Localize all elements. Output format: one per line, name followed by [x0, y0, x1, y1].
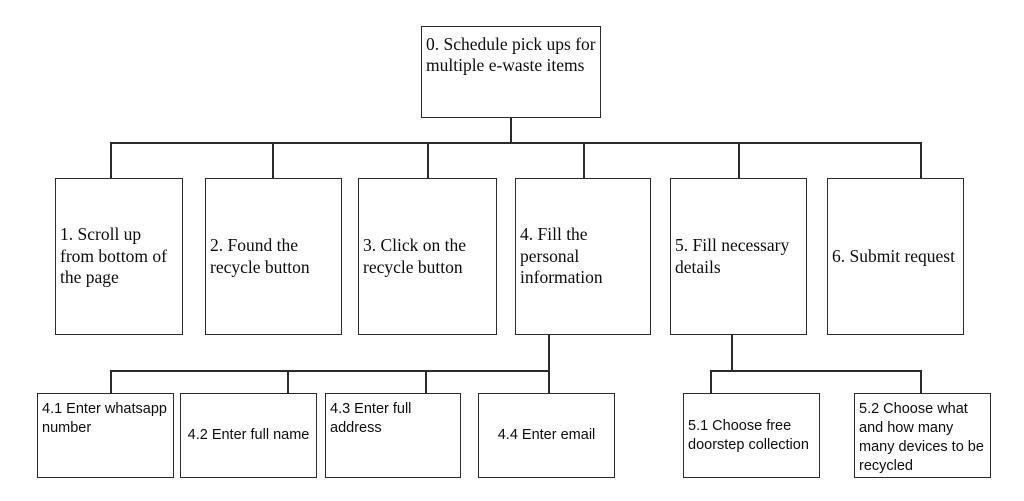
node-5-1[interactable]: 5.1 Choose free doorstep collection: [683, 393, 820, 478]
connector-drop-5-2: [920, 370, 922, 394]
node-4-3[interactable]: 4.3 Enter full address: [325, 393, 461, 478]
connector-drop-4-1: [110, 370, 112, 394]
connector-drop-4-3: [425, 370, 427, 394]
node-5-1-label: 5.1 Choose free doorstep collection: [688, 417, 809, 453]
node-3-label: 3. Click on the recycle button: [363, 235, 467, 277]
connector-level1-bus: [110, 142, 922, 144]
node-4-4[interactable]: 4.4 Enter email: [478, 393, 615, 478]
connector-drop-3: [427, 142, 429, 179]
node-4-label: 4. Fill the personal information: [520, 224, 603, 288]
connector-group4-bus: [110, 370, 550, 372]
connector-drop-6: [920, 142, 922, 179]
connector-drop-5: [738, 142, 740, 179]
node-5-2[interactable]: 5.2 Choose what and how many many device…: [854, 393, 991, 478]
node-4-4-label: 4.4 Enter email: [497, 427, 596, 444]
connector-drop-5-1: [710, 370, 712, 394]
connector-4-stem: [548, 335, 550, 371]
node-6[interactable]: 6. Submit request: [827, 178, 964, 335]
connector-drop-4-2: [287, 370, 289, 394]
node-5-label: 5. Fill necessary details: [675, 235, 790, 277]
node-4[interactable]: 4. Fill the personal information: [515, 178, 651, 335]
connector-drop-4: [583, 142, 585, 179]
node-2[interactable]: 2. Found the recycle button: [205, 178, 342, 335]
node-5[interactable]: 5. Fill necessary details: [670, 178, 807, 335]
node-4-2[interactable]: 4.2 Enter full name: [180, 393, 317, 478]
node-0-root[interactable]: 0. Schedule pick ups for multiple e-wast…: [421, 26, 601, 118]
connector-5-stem: [731, 335, 733, 371]
connector-root-stem: [510, 118, 512, 143]
node-6-label: 6. Submit request: [832, 245, 955, 266]
connector-drop-1: [110, 142, 112, 179]
node-1-label: 1. Scroll up from bottom of the page: [60, 224, 167, 288]
node-4-3-label: 4.3 Enter full address: [330, 401, 412, 436]
node-4-2-label: 4.2 Enter full name: [187, 427, 310, 444]
node-4-1[interactable]: 4.1 Enter whatsapp number: [37, 393, 174, 478]
connector-group5-bus: [710, 370, 922, 372]
connector-drop-2: [272, 142, 274, 179]
node-3[interactable]: 3. Click on the recycle button: [358, 178, 497, 335]
connector-drop-4-4: [548, 370, 550, 394]
node-4-1-label: 4.1 Enter whatsapp number: [42, 401, 167, 436]
node-2-label: 2. Found the recycle button: [210, 235, 310, 277]
node-5-2-label: 5.2 Choose what and how many many device…: [859, 401, 984, 474]
node-1[interactable]: 1. Scroll up from bottom of the page: [55, 178, 183, 335]
node-0-label: 0. Schedule pick ups for multiple e-wast…: [426, 34, 596, 76]
